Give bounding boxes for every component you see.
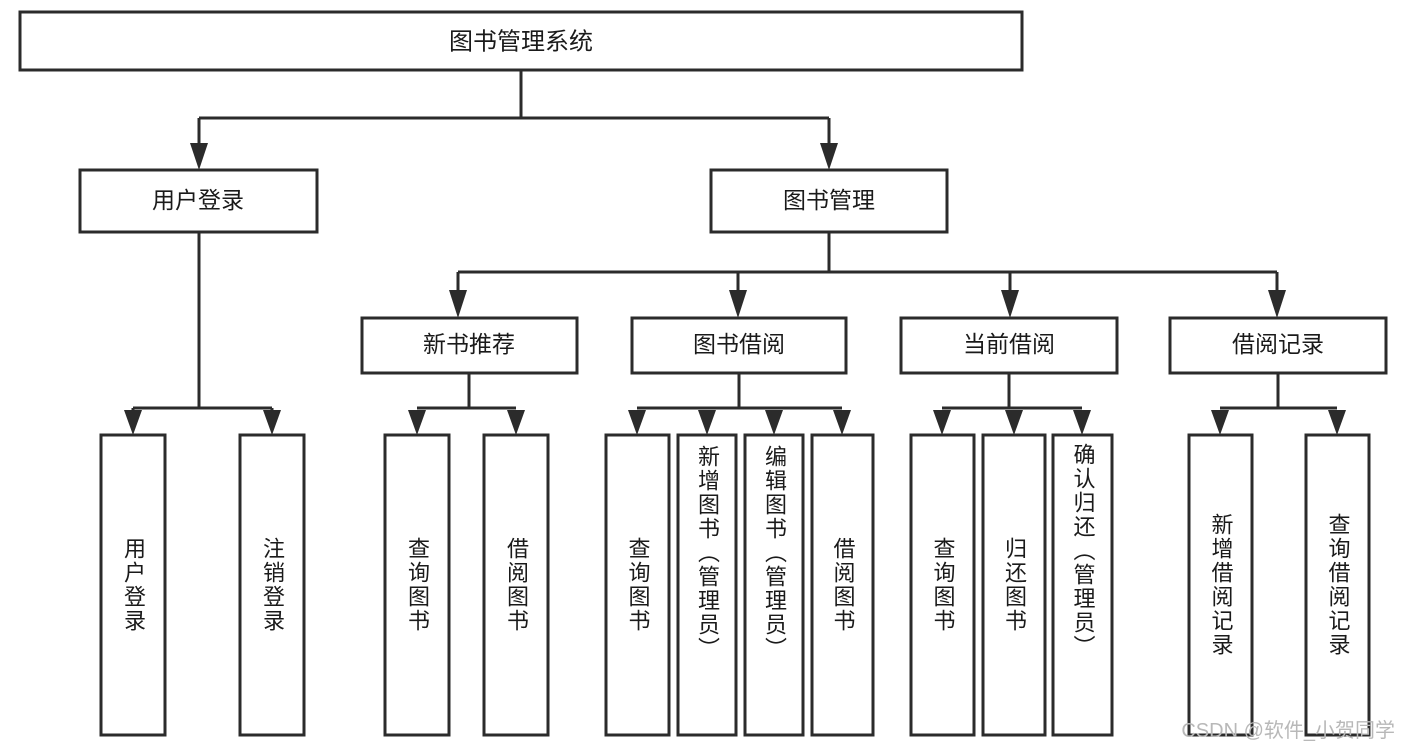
node-book-borrow-rect[interactable] bbox=[630, 316, 848, 375]
connector-records-to-leaves bbox=[1211, 373, 1346, 435]
leaf-br-add-record-rect[interactable] bbox=[1187, 433, 1254, 737]
leaf-cb-return-book-rect[interactable] bbox=[981, 433, 1047, 737]
leaf-br-query-record-rect[interactable] bbox=[1304, 433, 1371, 737]
connector-userlogin-to-leaves bbox=[124, 232, 281, 435]
arrowhead-leaf-bq-edit bbox=[765, 410, 783, 435]
leaf-nb-query-book-rect[interactable] bbox=[383, 433, 451, 737]
node-new-book-recommend[interactable]: 新书推荐 bbox=[360, 316, 579, 375]
arrowhead-current bbox=[1001, 290, 1019, 318]
arrowhead-leaf-logout bbox=[263, 410, 281, 435]
leaf-nb-borrow-book-rect[interactable] bbox=[482, 433, 550, 737]
arrowhead-leaf-cur-query bbox=[933, 410, 951, 435]
node-new-book-recommend-label: 新书推荐 bbox=[423, 331, 515, 357]
connector-newbook-to-leaves bbox=[408, 373, 525, 435]
arrowhead-leaf-cur-confirm bbox=[1073, 410, 1091, 435]
node-root-label: 图书管理系统 bbox=[449, 28, 593, 55]
leaf-bb-query-book-rect[interactable] bbox=[604, 433, 671, 737]
leaf-cb-query-book-rect[interactable] bbox=[909, 433, 976, 737]
arrowhead-leaf-rec-query bbox=[1328, 410, 1346, 435]
node-current-borrow-rect[interactable] bbox=[899, 316, 1119, 375]
node-root[interactable]: 图书管理系统 bbox=[18, 10, 1024, 72]
arrowhead-leaf-bq-query bbox=[628, 410, 646, 435]
node-current-borrow[interactable]: 当前借阅 bbox=[899, 316, 1119, 375]
node-new-book-recommend-rect[interactable] bbox=[360, 316, 579, 375]
connector-bookmgmt-to-level3 bbox=[449, 232, 1286, 318]
arrowhead-leaf-bq-add bbox=[698, 410, 716, 435]
node-book-management-label: 图书管理 bbox=[783, 187, 875, 213]
arrowhead-newbook bbox=[449, 290, 467, 318]
node-book-management-rect[interactable] bbox=[709, 168, 949, 234]
arrowhead-user-login bbox=[190, 143, 208, 170]
node-borrow-records[interactable]: 借阅记录 bbox=[1168, 316, 1388, 375]
leaf-bb-borrow-book-rect[interactable] bbox=[810, 433, 875, 737]
node-book-borrow-label: 图书借阅 bbox=[693, 331, 785, 357]
node-borrow-records-label: 借阅记录 bbox=[1232, 331, 1324, 357]
leaf-bb-edit-book-rect[interactable] bbox=[743, 433, 805, 737]
leaf-cb-confirm-return-rect[interactable] bbox=[1051, 433, 1114, 737]
leaf-bb-add-book-rect[interactable] bbox=[676, 433, 738, 737]
node-root-rect[interactable] bbox=[18, 10, 1024, 72]
arrowhead-leaf-user-login bbox=[124, 410, 142, 435]
arrowhead-borrow bbox=[729, 290, 747, 318]
watermark-text: CSDN @软件_小贺同学 bbox=[1181, 720, 1395, 742]
node-user-login[interactable]: 用户登录 bbox=[78, 168, 319, 234]
connector-borrow-to-leaves bbox=[628, 373, 851, 435]
node-book-management[interactable]: 图书管理 bbox=[709, 168, 949, 234]
node-current-borrow-label: 当前借阅 bbox=[963, 331, 1055, 357]
connector-root-to-level2 bbox=[190, 70, 838, 170]
leaf-logout-rect[interactable] bbox=[238, 433, 306, 737]
node-user-login-rect[interactable] bbox=[78, 168, 319, 234]
arrowhead-leaf-cur-return bbox=[1005, 410, 1023, 435]
arrowhead-book-mgmt bbox=[820, 143, 838, 170]
arrowhead-leaf-rec-add bbox=[1211, 410, 1229, 435]
node-book-borrow[interactable]: 图书借阅 bbox=[630, 316, 848, 375]
arrowhead-leaf-bq-borrow bbox=[833, 410, 851, 435]
connector-current-to-leaves bbox=[933, 373, 1091, 435]
node-user-login-label: 用户登录 bbox=[152, 187, 244, 213]
arrowhead-leaf-nb-borrow bbox=[507, 410, 525, 435]
node-borrow-records-rect[interactable] bbox=[1168, 316, 1388, 375]
arrowhead-leaf-nb-query bbox=[408, 410, 426, 435]
leaf-user-login-rect[interactable] bbox=[99, 433, 167, 737]
arrowhead-records bbox=[1268, 290, 1286, 318]
